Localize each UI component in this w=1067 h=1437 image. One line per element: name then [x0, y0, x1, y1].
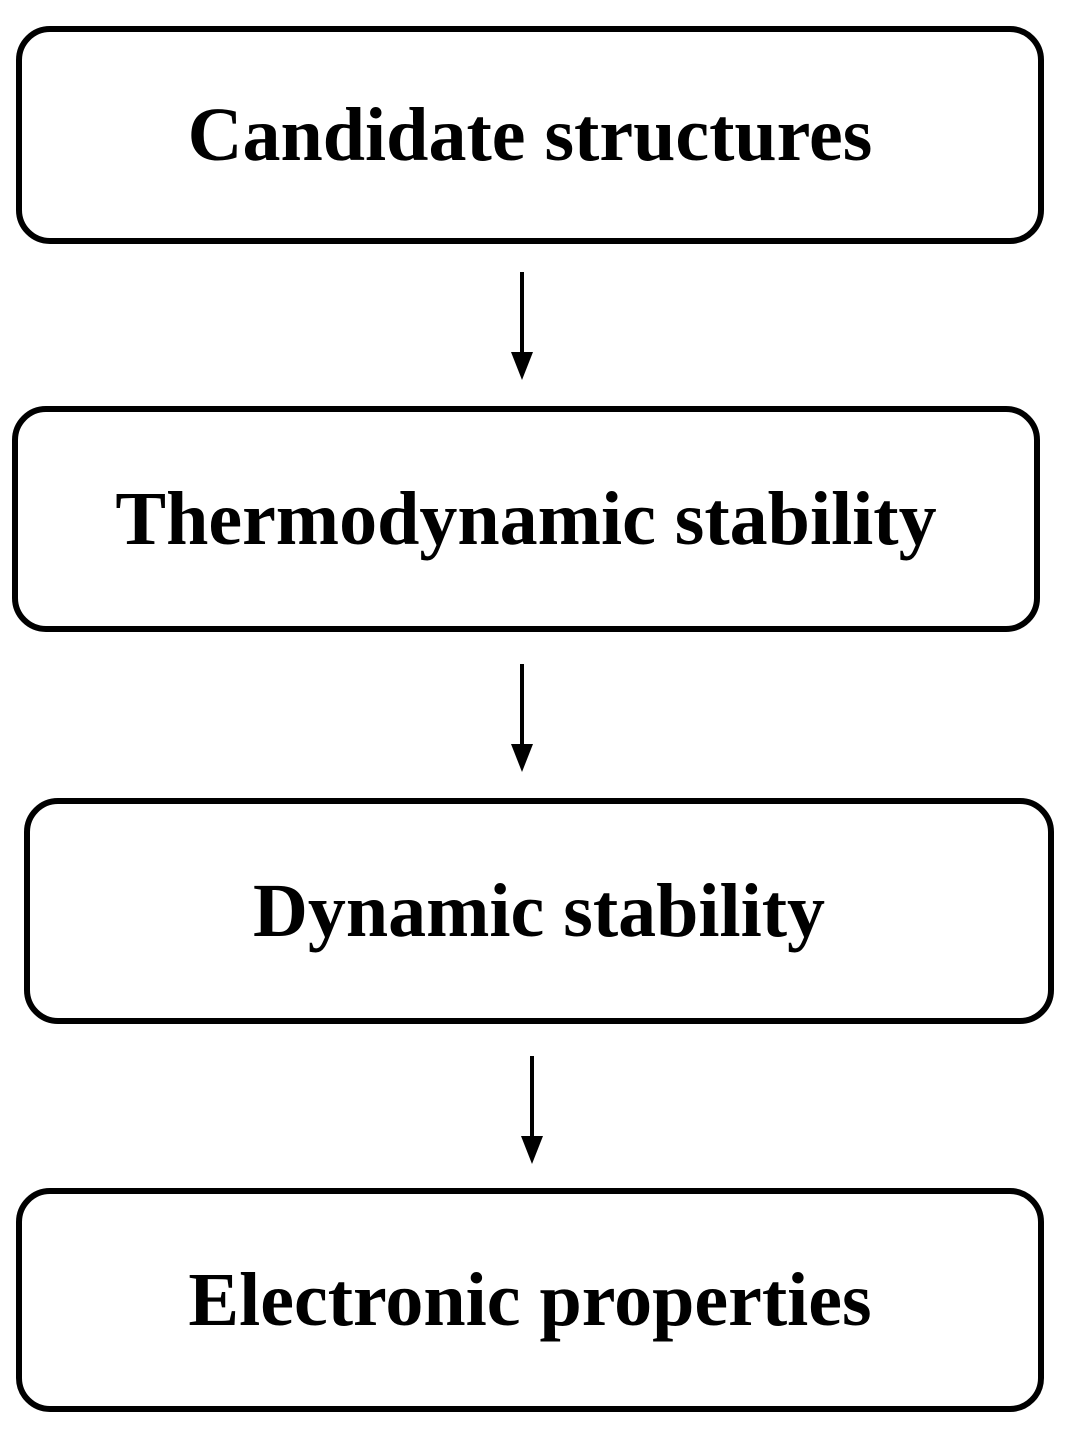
step-box-dynamic-stability: Dynamic stability	[24, 798, 1054, 1024]
step-label: Thermodynamic stability	[115, 477, 937, 561]
down-arrow-icon	[511, 664, 533, 772]
step-label: Candidate structures	[187, 93, 873, 177]
step-label: Electronic properties	[188, 1258, 872, 1342]
down-arrow-icon	[511, 272, 533, 380]
down-arrow-icon	[521, 1056, 543, 1164]
step-box-thermodynamic-stability: Thermodynamic stability	[12, 406, 1040, 632]
step-label: Dynamic stability	[252, 869, 826, 953]
step-box-candidate-structures: Candidate structures	[16, 26, 1044, 244]
step-box-electronic-properties: Electronic properties	[16, 1188, 1044, 1412]
